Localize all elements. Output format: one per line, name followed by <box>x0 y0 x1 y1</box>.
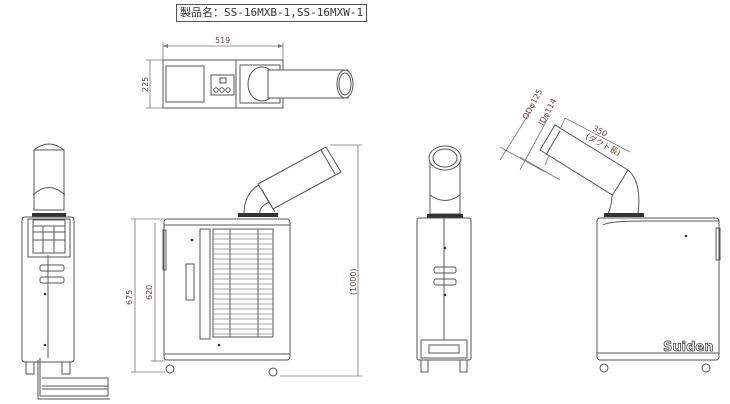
side-view-center: 675 620 (1000) <box>125 144 362 377</box>
top-depth-dim: 225 <box>141 77 150 92</box>
front-view-right <box>416 145 472 373</box>
height-620-dim: 620 <box>145 285 154 300</box>
side-view-right: ODφ125 IDφ114 350 (ダクト長) Suiden <box>499 88 721 373</box>
suiden-logo: Suiden <box>663 340 713 355</box>
duct-inner-diameter: IDφ114 <box>537 97 559 127</box>
louver-grille <box>212 228 274 338</box>
top-view: 519 225 <box>141 36 354 109</box>
height-675-dim: 675 <box>125 290 134 305</box>
front-view-left <box>21 143 110 400</box>
product-name-label: 製品名：SS-16MXB-1,SS-16MXW-1 <box>176 4 368 22</box>
overall-height-dim: (1000) <box>349 268 358 295</box>
top-width-dim: 519 <box>215 36 230 45</box>
